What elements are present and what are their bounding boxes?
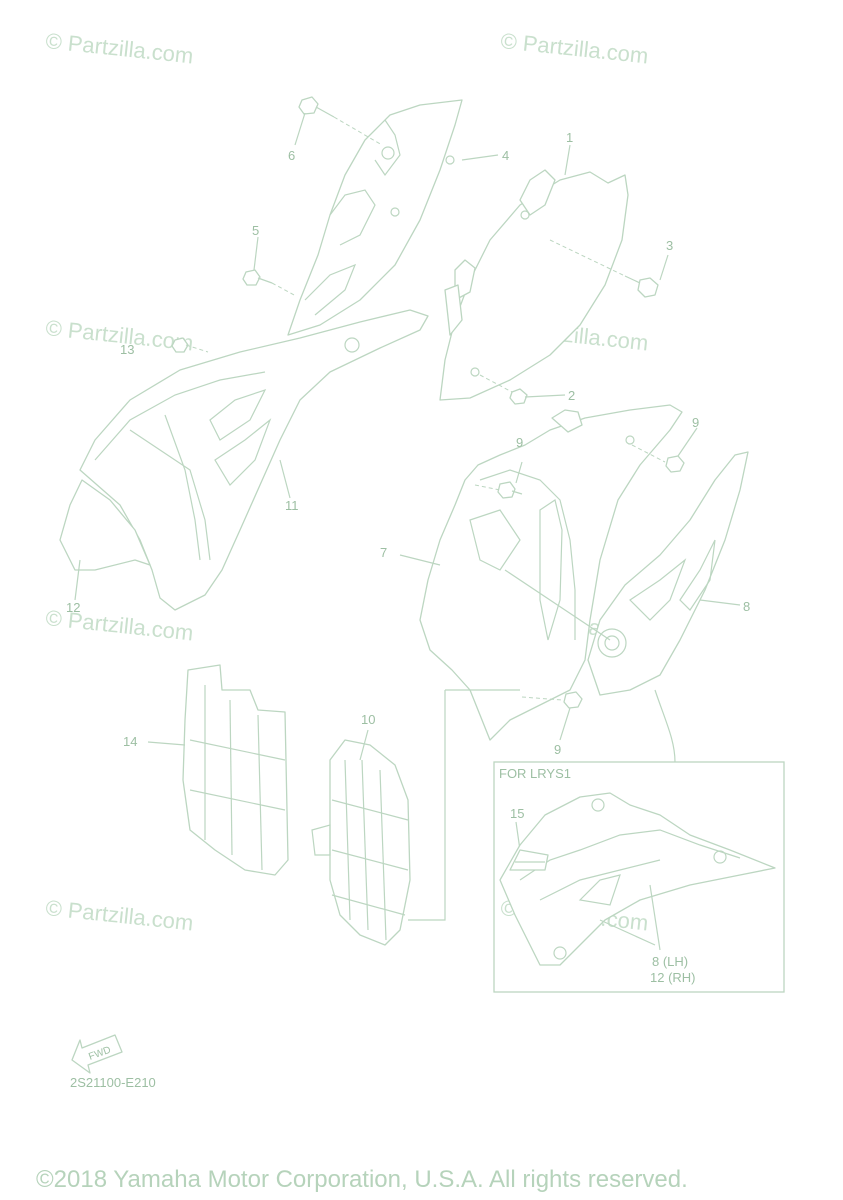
callout-6: 6 <box>288 148 295 163</box>
part-6-bolt[interactable] <box>298 96 383 146</box>
part-2-bolt[interactable] <box>479 374 528 405</box>
inset-label-lh: 8 (LH) <box>652 954 688 969</box>
inset-lrys1: FOR LRYS1 15 8 (LH) 12 (RH) <box>493 761 785 993</box>
part-1-number-plate[interactable] <box>439 169 629 401</box>
part-8-decal[interactable] <box>587 451 749 696</box>
diagram-code: 2S21100-E210 <box>70 1075 156 1090</box>
callout-7: 7 <box>380 545 387 560</box>
callout-11: 11 <box>285 498 299 513</box>
watermark-2: © Partzilla.com <box>499 28 649 68</box>
part-9-bolt-c[interactable] <box>521 691 583 709</box>
callout-9a: 9 <box>516 435 523 450</box>
inset-label-rh: 12 (RH) <box>650 970 696 985</box>
part-11-shroud-left[interactable] <box>79 309 429 611</box>
callout-4: 4 <box>502 148 509 163</box>
part-13-bolt[interactable] <box>171 337 209 353</box>
leader-lines <box>74 112 741 921</box>
fwd-arrow-icon: FWD <box>71 1034 123 1074</box>
callout-14: 14 <box>123 734 137 749</box>
callout-5: 5 <box>252 223 259 238</box>
inset-title: FOR LRYS1 <box>499 766 571 781</box>
callout-9c: 9 <box>554 742 561 757</box>
inset-shroud[interactable] <box>499 792 776 966</box>
callout-2: 2 <box>568 388 575 403</box>
callout-13: 13 <box>120 342 134 357</box>
part-4-side-cover[interactable] <box>287 99 463 336</box>
part-5-bolt[interactable] <box>242 269 297 297</box>
copyright: ©2018 Yamaha Motor Corporation, U.S.A. A… <box>36 1166 688 1193</box>
callout-1: 1 <box>566 130 573 145</box>
callout-15: 15 <box>510 806 524 821</box>
callout-12: 12 <box>66 600 80 615</box>
callout-3: 3 <box>666 238 673 253</box>
part-10-radiator[interactable] <box>311 739 411 946</box>
part-12-panel-left[interactable] <box>59 479 151 571</box>
part-14-radiator-guard[interactable] <box>182 664 289 876</box>
part-7-shroud-right[interactable] <box>419 404 683 741</box>
callout-10: 10 <box>361 712 375 727</box>
part-3-bolt[interactable] <box>549 239 659 298</box>
watermark-1: © Partzilla.com <box>44 28 194 68</box>
callout-9b: 9 <box>692 415 699 430</box>
callout-8: 8 <box>743 599 750 614</box>
part-9-bolt-a[interactable] <box>474 481 523 499</box>
watermark-7: © Partzilla.com <box>44 895 194 935</box>
